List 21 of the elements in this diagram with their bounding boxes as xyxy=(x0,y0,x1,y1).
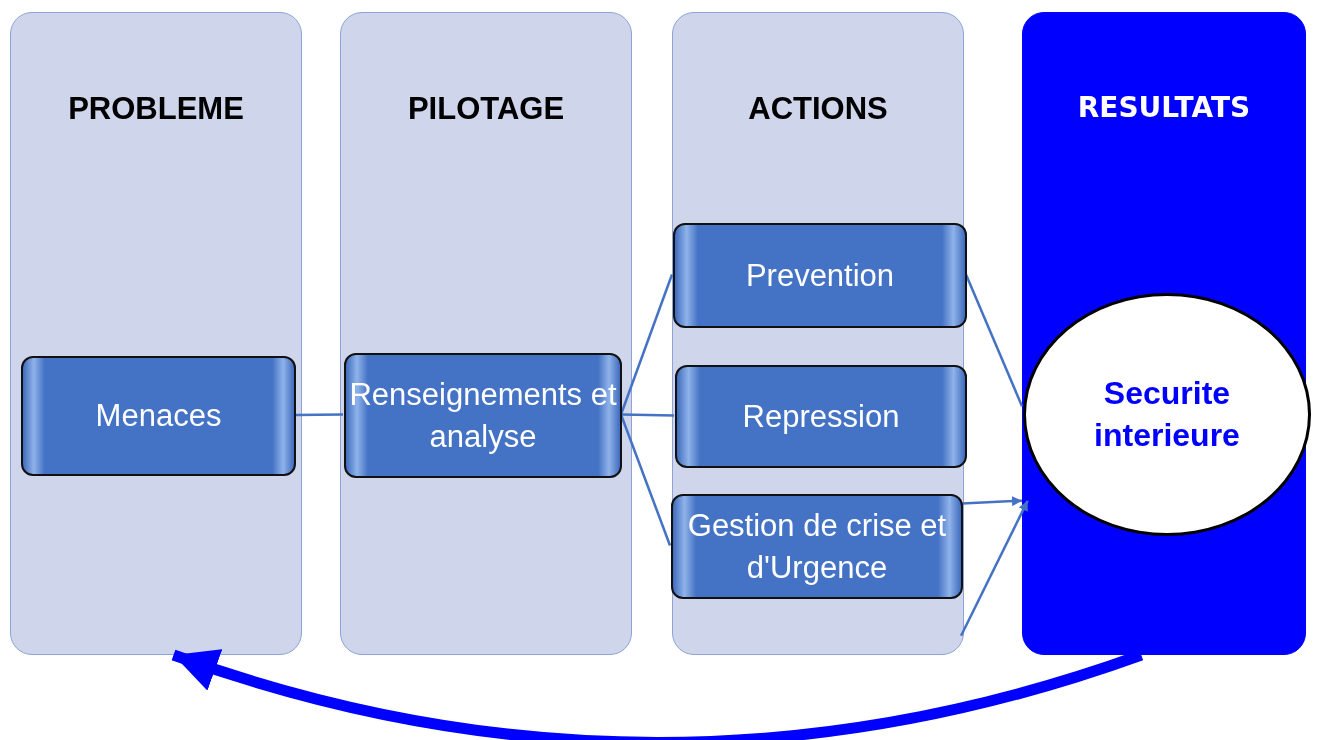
column-heading: RESULTATS xyxy=(1076,91,1252,124)
connector-line xyxy=(620,413,675,417)
column-heading: ACTIONS xyxy=(747,91,889,127)
process-box: Menaces xyxy=(21,356,296,476)
connector-line xyxy=(619,414,672,546)
process-box: Renseignements et analyse xyxy=(344,353,622,478)
connector-line xyxy=(619,274,674,415)
column-panel xyxy=(672,12,964,655)
process-box: Prevention xyxy=(673,223,967,328)
arrow xyxy=(171,647,1143,740)
column-heading: PILOTAGE xyxy=(406,91,566,127)
connector-line xyxy=(295,413,343,417)
process-box: Gestion de crise et d'Urgence xyxy=(671,494,963,599)
column-panel xyxy=(340,12,632,655)
connector-line xyxy=(964,274,1024,407)
process-box: Repression xyxy=(675,365,967,468)
arrow xyxy=(959,500,1029,637)
column-panel xyxy=(10,12,302,655)
column-heading: PROBLEME xyxy=(67,91,245,127)
outcome-circle: Securite interieure xyxy=(1023,293,1311,536)
arrow xyxy=(961,496,1023,507)
